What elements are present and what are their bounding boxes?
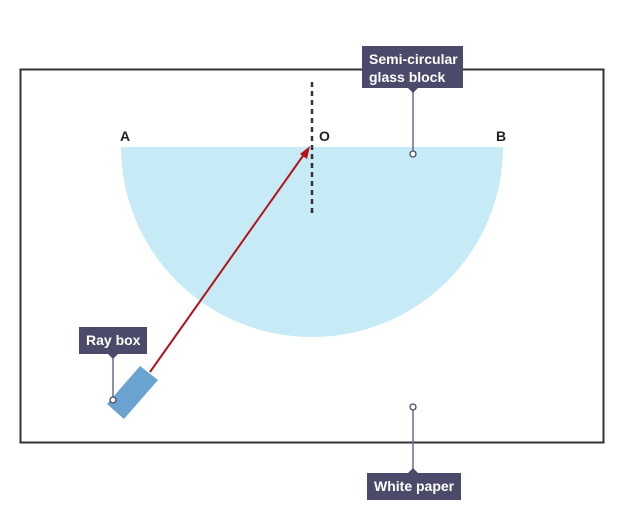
white-paper-leader-dot <box>409 403 417 411</box>
white-paper-label-pointer <box>408 468 418 473</box>
point-b-label: B <box>496 128 507 144</box>
incident-ray <box>149 152 306 373</box>
glass-block-label-pointer <box>408 88 418 93</box>
glass-block-label: Semi-circular glass block <box>362 46 463 88</box>
point-a-label: A <box>120 128 131 144</box>
ray-box-label-pointer <box>108 354 118 359</box>
glass-block-label-line2: glass block <box>369 69 446 85</box>
white-paper-label: White paper <box>367 473 461 500</box>
point-o-label: O <box>319 128 330 144</box>
ray-box-label: Ray box <box>79 327 147 354</box>
semicircular-glass-block <box>121 147 503 337</box>
ray-arrowhead-icon <box>300 146 310 159</box>
glass-block-label-line1: Semi-circular <box>369 51 458 67</box>
ray-box-leader-dot <box>109 396 117 404</box>
glass-block-leader-dot <box>409 150 417 158</box>
ray-box <box>107 366 158 419</box>
